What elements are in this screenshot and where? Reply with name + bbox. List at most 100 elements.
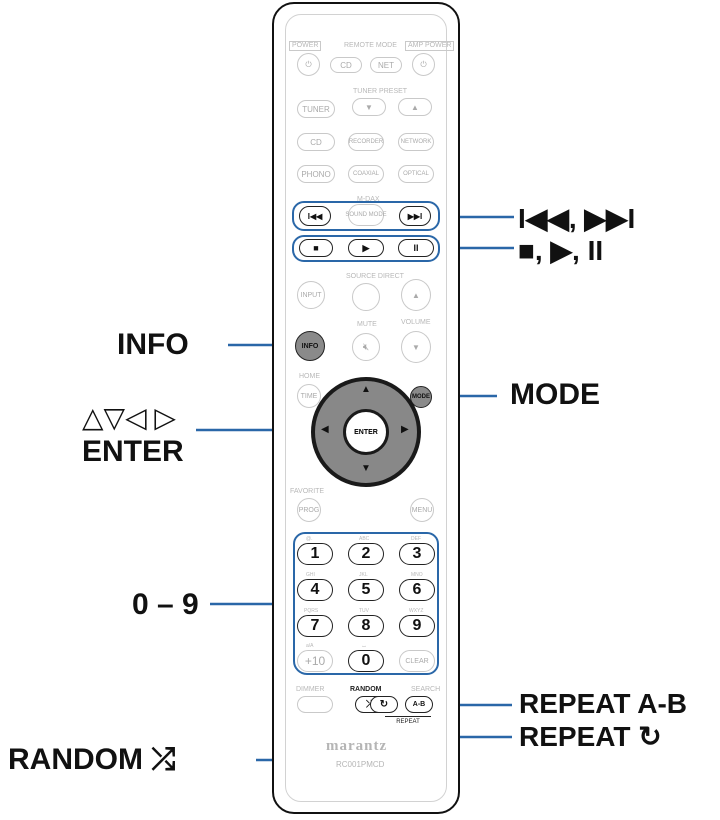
skip-next-button[interactable]: ▶▶I bbox=[399, 206, 431, 226]
phono-button[interactable]: PHONO bbox=[297, 165, 335, 183]
label-random: RANDOM bbox=[350, 686, 382, 693]
key-letters-8: TUV bbox=[359, 608, 369, 614]
key-letters-10: a/A bbox=[306, 643, 314, 649]
tuner-preset-up-button[interactable]: ▲ bbox=[398, 98, 432, 116]
label-remote-mode: REMOTE MODE bbox=[344, 42, 397, 49]
digit-5-button[interactable]: 5 bbox=[348, 579, 384, 601]
volume-down-button[interactable]: ▼ bbox=[401, 331, 431, 363]
input-button[interactable]: INPUT bbox=[297, 281, 325, 309]
key-letters-2: ABC bbox=[359, 536, 370, 542]
key-letters-7: PQRS bbox=[304, 608, 319, 614]
label-volume: VOLUME bbox=[401, 319, 431, 326]
digit-8-button[interactable]: 8 bbox=[348, 615, 384, 637]
enter-button[interactable]: ENTER bbox=[343, 409, 389, 455]
callout-repeat-ab: REPEAT A-B bbox=[519, 688, 687, 719]
amp-power-button[interactable]: ⏻ bbox=[412, 53, 435, 76]
power-icon: ⏻ bbox=[420, 59, 427, 69]
key-letters-6: MNO bbox=[411, 572, 423, 578]
power-button[interactable]: ⏻ bbox=[297, 53, 320, 76]
sound-mode-button[interactable]: SOUND MODE bbox=[345, 204, 387, 226]
optical-button[interactable]: OPTICAL bbox=[398, 165, 434, 183]
callout-random: RANDOM ⤮ bbox=[8, 743, 175, 777]
repeat-icon: ↻ bbox=[638, 721, 662, 752]
key-letters-1: @. bbox=[306, 536, 313, 542]
prog-button[interactable]: PROG bbox=[297, 498, 321, 522]
triangle-down-icon: ▼ bbox=[365, 102, 373, 112]
power-icon: ⏻ bbox=[305, 59, 312, 69]
digit-7-button[interactable]: 7 bbox=[297, 615, 333, 637]
mute-button[interactable]: 🔇︎ bbox=[352, 333, 380, 361]
stop-icon: ■ bbox=[313, 243, 319, 253]
dimmer-button[interactable] bbox=[297, 696, 333, 713]
skip-previous-button[interactable]: I◀◀ bbox=[299, 206, 331, 226]
brand-logo: marantz bbox=[326, 738, 388, 754]
cd-mode-button[interactable]: CD bbox=[330, 57, 362, 73]
digit-4-button[interactable]: 4 bbox=[297, 579, 333, 601]
network-button[interactable]: NETWORK bbox=[398, 133, 434, 151]
label-favorite: FAVORITE bbox=[290, 488, 325, 495]
play-button[interactable]: ▶ bbox=[348, 239, 384, 257]
key-letters-9: WXYZ bbox=[409, 608, 424, 614]
label-power: POWER bbox=[289, 41, 322, 51]
mode-button[interactable]: MODE bbox=[410, 386, 432, 408]
callout-repeat: REPEAT ↻ bbox=[519, 720, 662, 753]
cursor-down-icon[interactable]: ▼ bbox=[361, 463, 371, 474]
label-mdax: M-DAX bbox=[357, 196, 380, 203]
speaker-mute-icon: 🔇︎ bbox=[362, 341, 370, 353]
cd-input-button[interactable]: CD bbox=[297, 133, 335, 151]
triangle-down-icon: ▼ bbox=[412, 342, 420, 352]
remote-inner-panel bbox=[285, 14, 447, 802]
net-mode-button[interactable]: NET bbox=[370, 57, 402, 73]
menu-button[interactable]: MENU bbox=[410, 498, 434, 522]
key-letters-0: ⌴ bbox=[362, 643, 367, 649]
callout-info: INFO bbox=[117, 328, 189, 361]
key-letters-4: GHI bbox=[306, 572, 315, 578]
skip-previous-icon: I◀◀ bbox=[307, 211, 323, 221]
key-letters-5: JKL bbox=[359, 572, 368, 578]
tuner-preset-down-button[interactable]: ▼ bbox=[352, 98, 386, 116]
label-amp-power: AMP POWER bbox=[405, 41, 455, 51]
callout-repeat-text: REPEAT bbox=[519, 721, 631, 752]
repeat-icon: ↻ bbox=[379, 699, 389, 710]
cursor-left-icon[interactable]: ◀ bbox=[321, 424, 329, 435]
model-number: RC001PMCD bbox=[336, 760, 385, 769]
pause-button[interactable]: II bbox=[398, 239, 434, 257]
label-tuner-preset: TUNER PRESET bbox=[353, 88, 408, 95]
cursor-up-icon[interactable]: ▲ bbox=[361, 384, 371, 395]
highlight-numbers bbox=[293, 532, 439, 675]
callout-cursor: △▽◁ ▷ bbox=[82, 402, 176, 433]
repeat-button[interactable]: ↻ bbox=[370, 696, 398, 713]
time-button[interactable]: TIME bbox=[297, 384, 321, 408]
highlight-transport bbox=[292, 235, 440, 262]
source-direct-button[interactable] bbox=[352, 283, 380, 311]
digit-0-button[interactable]: 0 bbox=[348, 650, 384, 672]
clear-button[interactable]: CLEAR bbox=[399, 650, 435, 672]
label-dimmer: DIMMER bbox=[296, 686, 325, 693]
triangle-up-icon: ▲ bbox=[412, 290, 420, 300]
highlight-skip bbox=[292, 201, 440, 231]
digit-3-button[interactable]: 3 bbox=[399, 543, 435, 565]
plus10-button[interactable]: +10 bbox=[297, 650, 333, 672]
info-button[interactable]: INFO bbox=[295, 331, 325, 361]
cursor-right-icon[interactable]: ▶ bbox=[401, 424, 409, 435]
coaxial-button[interactable]: COAXIAL bbox=[348, 165, 384, 183]
label-search: SEARCH bbox=[411, 686, 441, 693]
digit-6-button[interactable]: 6 bbox=[399, 579, 435, 601]
tuner-button[interactable]: TUNER bbox=[297, 100, 335, 118]
callout-mode: MODE bbox=[510, 378, 600, 411]
digit-1-button[interactable]: 1 bbox=[297, 543, 333, 565]
recorder-button[interactable]: RECORDER bbox=[348, 133, 384, 151]
label-source-direct: SOURCE DIRECT bbox=[346, 273, 404, 280]
stop-button[interactable]: ■ bbox=[299, 239, 333, 257]
skip-next-icon: ▶▶I bbox=[407, 211, 423, 221]
digit-2-button[interactable]: 2 bbox=[348, 543, 384, 565]
callout-enter: ENTER bbox=[82, 435, 184, 468]
key-letters-3: DEF bbox=[411, 536, 421, 542]
volume-up-button[interactable]: ▲ bbox=[401, 279, 431, 311]
label-home: HOME bbox=[299, 373, 320, 380]
callout-skip: I◀◀, ▶▶I bbox=[518, 203, 636, 234]
digit-9-button[interactable]: 9 bbox=[399, 615, 435, 637]
callout-transport: ■, ▶, II bbox=[518, 235, 604, 266]
repeat-ab-button[interactable]: A-B bbox=[405, 696, 433, 713]
